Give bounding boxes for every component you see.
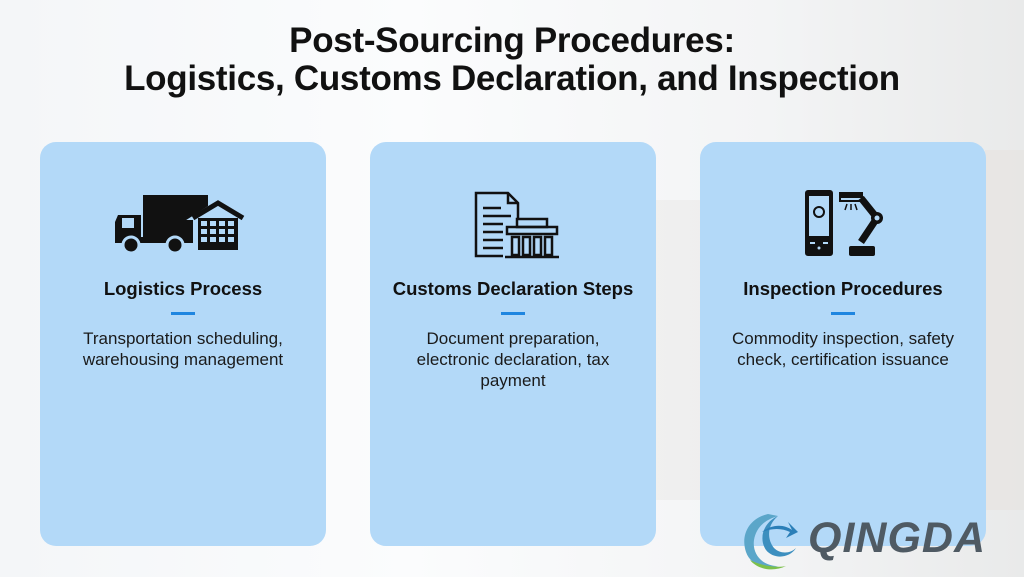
logo-text: QINGDA <box>808 514 986 562</box>
document-customs-building-icon <box>474 191 559 259</box>
logo-swirl-icon <box>744 514 798 570</box>
page-title: Post-Sourcing Procedures: Logistics, Cus… <box>0 22 1024 98</box>
scanner-robot-arm-icon <box>805 190 883 256</box>
card-customs: Customs Declaration Steps Document prepa… <box>370 142 656 546</box>
card-logistics: Logistics Process Transportation schedul… <box>40 142 326 546</box>
qingda-logo: QINGDA <box>738 510 1018 572</box>
card-description: Transportation scheduling, warehousing m… <box>82 329 284 369</box>
card-heading: Inspection Procedures <box>743 278 943 299</box>
truck-warehouse-icon <box>115 195 245 255</box>
accent-divider <box>501 312 525 315</box>
card-heading: Logistics Process <box>103 278 263 299</box>
background-shelf <box>985 150 1024 510</box>
card-inspection: Inspection Procedures Commodity inspecti… <box>700 142 986 546</box>
accent-divider <box>171 312 195 315</box>
title-line-2: Logistics, Customs Declaration, and Insp… <box>124 59 900 98</box>
accent-divider <box>831 312 855 315</box>
card-description: Document preparation, electronic declara… <box>416 329 610 390</box>
card-description: Commodity inspection, safety check, cert… <box>731 329 955 369</box>
card-heading: Customs Declaration Steps <box>392 278 634 299</box>
background-shelf <box>655 200 700 500</box>
title-line-1: Post-Sourcing Procedures: <box>289 21 735 60</box>
